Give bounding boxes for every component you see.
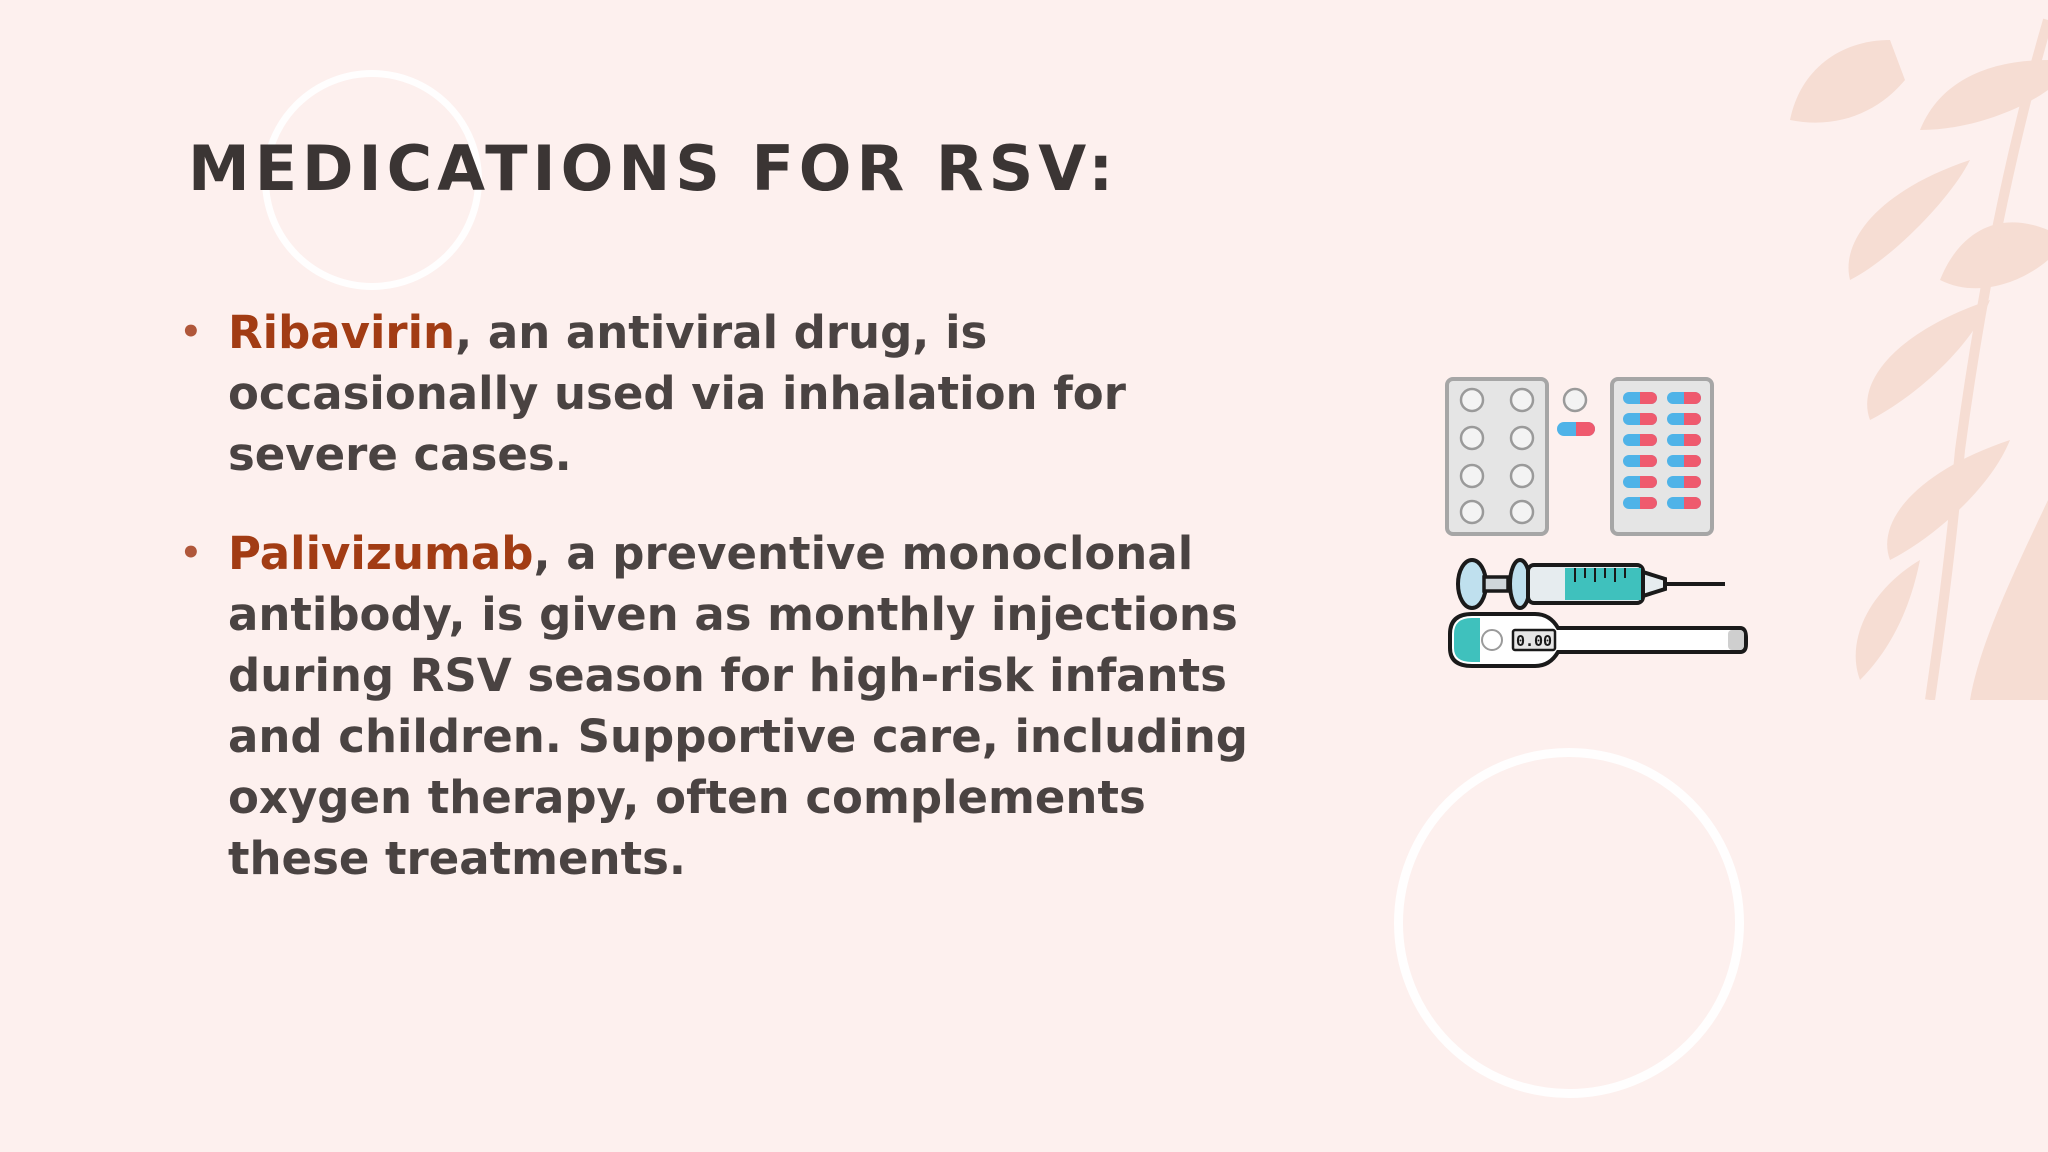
bullet-text-ribavirin: , an antiviral drug, is occasionally use… bbox=[228, 306, 1126, 481]
bullet-list: • Ribavirin, an antiviral drug, is occas… bbox=[178, 302, 1298, 927]
leaf-branch-decoration bbox=[1790, 18, 2048, 700]
drug-name-ribavirin: Ribavirin bbox=[228, 306, 456, 359]
drug-name-palivizumab: Palivizumab bbox=[228, 527, 534, 580]
pill-blister-pack-icon bbox=[1445, 377, 1549, 536]
medication-illustration: 0.00 bbox=[1445, 377, 1748, 668]
bullet-marker: • bbox=[180, 533, 202, 573]
loose-pill-icon bbox=[1557, 387, 1595, 436]
bullet-item-palivizumab: • Palivizumab, a preventive monoclonal a… bbox=[178, 523, 1298, 889]
bullet-marker: • bbox=[180, 312, 202, 352]
capsule-blister-pack-icon bbox=[1610, 377, 1714, 536]
decorative-ring-bottom bbox=[1394, 748, 1744, 1098]
bullet-item-ribavirin: • Ribavirin, an antiviral drug, is occas… bbox=[178, 302, 1298, 485]
bullet-text-palivizumab: , a preventive monoclonal antibody, is g… bbox=[228, 527, 1248, 885]
syringe-icon bbox=[1456, 558, 1725, 610]
digital-thermometer-icon: 0.00 bbox=[1448, 612, 1748, 668]
slide-title: MEDICATIONS FOR RSV: bbox=[188, 132, 1119, 205]
thermometer-reading: 0.00 bbox=[1516, 632, 1552, 650]
decorative-ring-top bbox=[262, 70, 482, 290]
